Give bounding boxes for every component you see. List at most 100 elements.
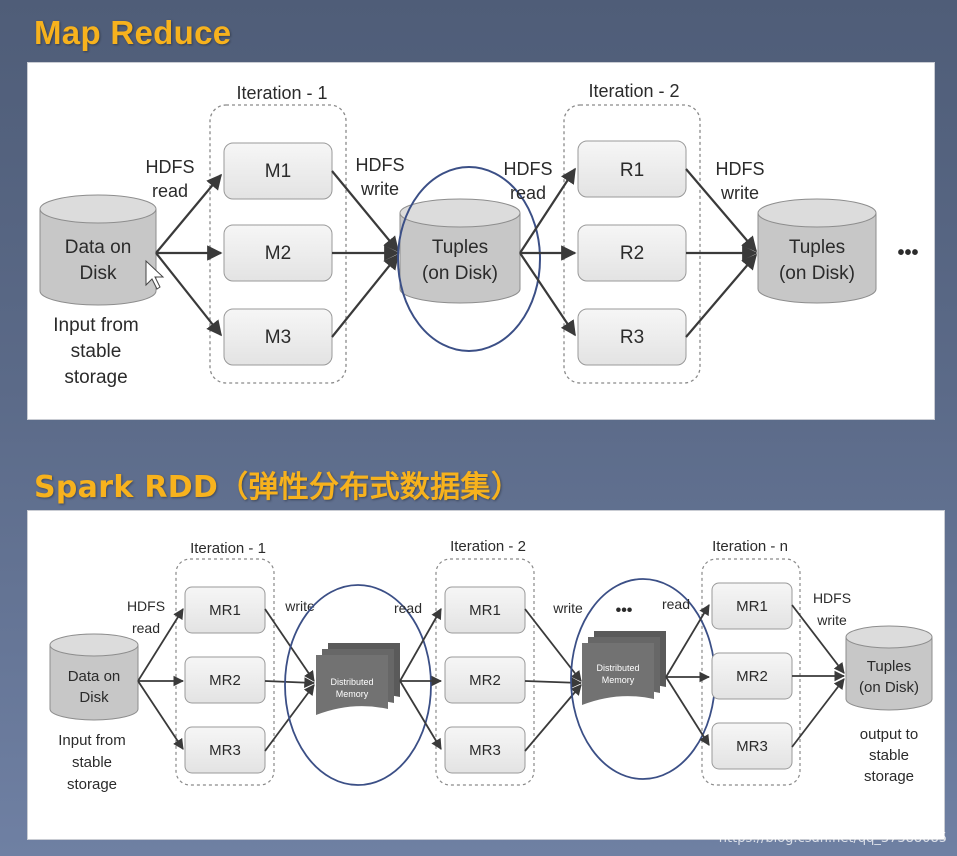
spark-output-label: Tuples <box>867 658 911 675</box>
iteration-1-label: Iteration - 1 <box>236 83 327 103</box>
stagen-label-mr2: MR2 <box>736 668 768 685</box>
spark-hdfs-write-label: HDFS <box>813 590 851 606</box>
mapreduce-diagram-panel: Iteration - 1 Iteration - 2 Data on Disk… <box>27 62 935 420</box>
stage1-label-mr3: MR3 <box>209 742 241 759</box>
iteration-1-group <box>209 104 347 384</box>
spark-output-caption-2: stable <box>869 747 909 764</box>
hdfs-read-2-label: HDFS <box>504 159 553 179</box>
spark-iteration-n-label: Iteration - n <box>712 538 788 555</box>
stage2-box-mr2 <box>444 656 526 704</box>
spark-arrow-mem-sn-1 <box>665 604 710 678</box>
highlight-circle-1 <box>284 584 432 786</box>
arrow-m3-store <box>331 253 399 338</box>
spark-arrow-s1-mem-2 <box>264 677 316 688</box>
stage2-label-mr2: MR2 <box>469 672 501 689</box>
spark-rdd-title: Spark RDD（弹性分布式数据集） <box>34 470 522 505</box>
distributed-memory-1 <box>316 643 400 715</box>
spark-read-1-label: read <box>394 600 422 616</box>
stage2-label-mr1: MR1 <box>469 602 501 619</box>
spark-hdfs-read-label-2: read <box>132 620 160 636</box>
reducer-label-r2: R2 <box>620 243 644 264</box>
distributed-memory-2 <box>582 631 666 705</box>
stagen-label-mr3: MR3 <box>736 738 768 755</box>
spark-hdfs-read-label: HDFS <box>127 598 165 614</box>
spark-arrow-s2-mem-2 <box>524 677 583 689</box>
output-tuples-cylinder <box>757 198 877 304</box>
memory-2-label: Distributed <box>596 663 639 673</box>
highlight-circle <box>397 166 541 352</box>
spark-arrow-mem-sn-3 <box>665 676 710 746</box>
memory-1-label: Distributed <box>330 677 373 687</box>
memory-2-label-2: Memory <box>602 675 635 685</box>
watermark-url: https://blog.csdn.net/qq_37388085 <box>718 831 947 846</box>
memory-1-label-2: Memory <box>336 689 369 699</box>
spark-write-1-label: write <box>284 598 315 614</box>
spark-diagram-panel: Iteration - 1 Iteration - 2 Iteration - … <box>27 510 945 840</box>
stagen-label-mr1: MR1 <box>736 598 768 615</box>
spark-arrow-sn-out-1 <box>791 604 845 674</box>
hdfs-read-1-label-2: read <box>152 181 188 201</box>
source-caption-line3: storage <box>64 367 127 388</box>
stage1-label-mr2: MR2 <box>209 672 241 689</box>
arrow-r3-out <box>685 253 757 338</box>
spark-arrow-src-3 <box>137 680 184 750</box>
reducer-label-r1: R1 <box>620 160 644 181</box>
hdfs-read-2-label-2: read <box>510 183 546 203</box>
mid-tuples-label: Tuples <box>432 237 488 258</box>
output-tuples-label-2: (on Disk) <box>779 263 855 284</box>
spark-iteration-2-label: Iteration - 2 <box>450 538 526 555</box>
spark-write-2-label: write <box>552 600 583 616</box>
spark-output-label-2: (on Disk) <box>859 679 919 696</box>
arrow-r1-out <box>685 168 757 253</box>
spark-hdfs-write-label-2: write <box>816 612 847 628</box>
spark-source-caption-2: stable <box>72 754 112 771</box>
source-disk-label-2: Disk <box>80 263 117 284</box>
spark-arrow-src-1 <box>137 608 184 682</box>
stage1-label-mr1: MR1 <box>209 602 241 619</box>
spark-read-2-label: read <box>662 596 690 612</box>
continuation-ellipsis: ••• <box>897 242 918 264</box>
spark-arrow-mem-s2-3 <box>399 680 442 750</box>
spark-source-label-2: Disk <box>79 689 109 706</box>
spark-middle-ellipsis: ••• <box>616 602 633 619</box>
arrow-source-m3 <box>155 252 222 337</box>
hdfs-write-2-label: HDFS <box>716 159 765 179</box>
spark-source-caption-3: storage <box>67 776 117 793</box>
arrow-store-r1 <box>519 167 576 254</box>
spark-source-caption-1: Input from <box>58 732 126 749</box>
mid-tuples-label-2: (on Disk) <box>422 263 498 284</box>
hdfs-write-1-label-2: write <box>360 179 399 199</box>
output-tuples-label: Tuples <box>789 237 845 258</box>
spark-source-disk-cylinder <box>49 633 139 721</box>
spark-output-cylinder <box>845 625 933 711</box>
mapper-label-m3: M3 <box>265 327 291 348</box>
arrow-source-m1 <box>155 173 222 254</box>
source-caption-line1: Input from <box>53 315 139 336</box>
stage2-label-mr3: MR3 <box>469 742 501 759</box>
spark-arrow-sn-out-3 <box>791 678 845 748</box>
source-disk-label: Data on <box>65 237 132 258</box>
hdfs-write-1-label: HDFS <box>356 155 405 175</box>
hdfs-read-1-label: HDFS <box>146 157 195 177</box>
mapper-label-m2: M2 <box>265 243 291 264</box>
mapreduce-diagram: Iteration - 1 Iteration - 2 Data on Disk… <box>39 81 919 388</box>
iteration-2-group <box>563 104 701 384</box>
reducer-label-r3: R3 <box>620 327 644 348</box>
spark-output-caption-3: storage <box>864 768 914 785</box>
spark-output-caption-1: output to <box>860 726 918 743</box>
spark-arrow-s1-mem-1 <box>264 608 315 682</box>
mapper-label-m1: M1 <box>265 161 291 182</box>
mouse-cursor-icon <box>145 259 165 290</box>
hdfs-write-2-label-2: write <box>720 183 759 203</box>
source-disk-cylinder <box>39 194 157 306</box>
spark-arrow-mem-s2-1 <box>399 608 442 682</box>
source-caption-line2: stable <box>71 341 122 362</box>
arrow-m1-store <box>331 170 399 253</box>
iteration-2-label: Iteration - 2 <box>588 81 679 101</box>
spark-source-label: Data on <box>68 668 121 685</box>
spark-diagram: Iteration - 1 Iteration - 2 Iteration - … <box>49 538 933 793</box>
spark-iteration-1-label: Iteration - 1 <box>190 540 266 557</box>
arrow-store-r3 <box>519 252 576 337</box>
stage1-box-mr2 <box>184 656 266 704</box>
mapreduce-title: Map Reduce <box>34 14 232 51</box>
